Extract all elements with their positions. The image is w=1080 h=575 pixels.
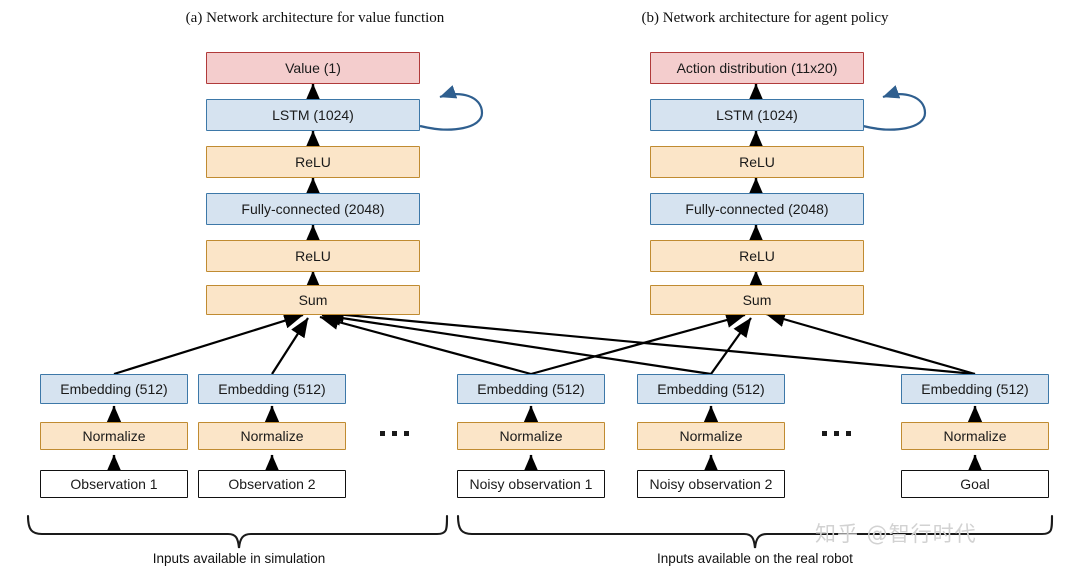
ellipsis-dot: [822, 431, 827, 436]
value-relu-bottom-label: ReLU: [295, 248, 331, 264]
value-output-label: Value (1): [285, 60, 341, 76]
source-label-obs2: Observation 2: [228, 476, 316, 492]
ellipsis-dot: [846, 431, 851, 436]
policy-sum-fanin-arrows: [530, 311, 976, 376]
bracket-label-simulation: Inputs available in simulation: [152, 551, 326, 566]
policy-relu-bottom-label: ReLU: [739, 248, 775, 264]
value-output-box[interactable]: Value (1): [206, 52, 420, 84]
embedding-label-noisy2: Embedding (512): [657, 381, 765, 397]
value-sum-box[interactable]: Sum: [206, 285, 420, 315]
policy-fully-connected-box[interactable]: Fully-connected (2048): [650, 193, 864, 225]
normalize-box-obs2[interactable]: Normalize: [198, 422, 346, 450]
value-lstm-recurrent-loop: [419, 85, 484, 131]
value-lstm-box[interactable]: LSTM (1024): [206, 99, 420, 131]
source-label-obs1: Observation 1: [70, 476, 158, 492]
value-sum-fanin-arrows: [113, 306, 976, 376]
policy-fully-connected-label: Fully-connected (2048): [685, 201, 829, 217]
normalize-box-noisy1[interactable]: Normalize: [457, 422, 605, 450]
normalize-box-obs1[interactable]: Normalize: [40, 422, 188, 450]
normalize-box-noisy2[interactable]: Normalize: [637, 422, 785, 450]
embedding-label-obs1: Embedding (512): [60, 381, 168, 397]
policy-lstm-label: LSTM (1024): [716, 107, 798, 123]
source-box-obs1[interactable]: Observation 1: [40, 470, 188, 498]
value-relu-bottom-box[interactable]: ReLU: [206, 240, 420, 272]
policy-lstm-box[interactable]: LSTM (1024): [650, 99, 864, 131]
source-label-noisy2: Noisy observation 2: [649, 476, 773, 492]
caption-agent-policy: (b) Network architecture for agent polic…: [641, 10, 889, 26]
embedding-box-noisy2[interactable]: Embedding (512): [637, 374, 785, 404]
embedding-label-noisy1: Embedding (512): [477, 381, 585, 397]
normalize-label-noisy2: Normalize: [679, 428, 743, 444]
normalize-label-goal: Normalize: [943, 428, 1007, 444]
value-relu-top-box[interactable]: ReLU: [206, 146, 420, 178]
source-label-goal: Goal: [960, 476, 990, 492]
ellipsis-dot: [834, 431, 839, 436]
policy-lstm-recurrent-loop: [862, 85, 927, 131]
ellipsis-dot: [380, 431, 385, 436]
value-lstm-label: LSTM (1024): [272, 107, 354, 123]
policy-relu-top-box[interactable]: ReLU: [650, 146, 864, 178]
policy-output-box[interactable]: Action distribution (11x20): [650, 52, 864, 84]
policy-output-label: Action distribution (11x20): [676, 60, 838, 76]
embedding-box-noisy1[interactable]: Embedding (512): [457, 374, 605, 404]
embedding-box-obs2[interactable]: Embedding (512): [198, 374, 346, 404]
embedding-box-goal[interactable]: Embedding (512): [901, 374, 1049, 404]
policy-sum-box[interactable]: Sum: [650, 285, 864, 315]
source-label-noisy1: Noisy observation 1: [469, 476, 593, 492]
normalize-label-noisy1: Normalize: [499, 428, 563, 444]
value-relu-top-label: ReLU: [295, 154, 331, 170]
value-sum-label: Sum: [298, 292, 328, 308]
ellipsis-dot: [392, 431, 397, 436]
ellipsis-dot: [404, 431, 409, 436]
source-box-obs2[interactable]: Observation 2: [198, 470, 346, 498]
ellipsis-real-robot-inputs: [822, 431, 851, 436]
ellipsis-simulation-inputs: [380, 431, 409, 436]
watermark: 知乎 @智行时代: [815, 522, 977, 546]
policy-sum-label: Sum: [742, 292, 772, 308]
value-fully-connected-label: Fully-connected (2048): [241, 201, 385, 217]
policy-relu-bottom-box[interactable]: ReLU: [650, 240, 864, 272]
bracket-label-real-robot: Inputs available on the real robot: [657, 551, 853, 566]
source-box-goal[interactable]: Goal: [901, 470, 1049, 498]
normalize-label-obs2: Normalize: [240, 428, 304, 444]
embedding-box-obs1[interactable]: Embedding (512): [40, 374, 188, 404]
normalize-label-obs1: Normalize: [82, 428, 146, 444]
bracket-simulation: [26, 514, 449, 549]
caption-value-function: (a) Network architecture for value funct…: [185, 10, 445, 26]
embedding-label-goal: Embedding (512): [921, 381, 1029, 397]
embedding-label-obs2: Embedding (512): [218, 381, 326, 397]
policy-relu-top-label: ReLU: [739, 154, 775, 170]
source-box-noisy1[interactable]: Noisy observation 1: [457, 470, 605, 498]
source-box-noisy2[interactable]: Noisy observation 2: [637, 470, 785, 498]
normalize-box-goal[interactable]: Normalize: [901, 422, 1049, 450]
value-fully-connected-box[interactable]: Fully-connected (2048): [206, 193, 420, 225]
